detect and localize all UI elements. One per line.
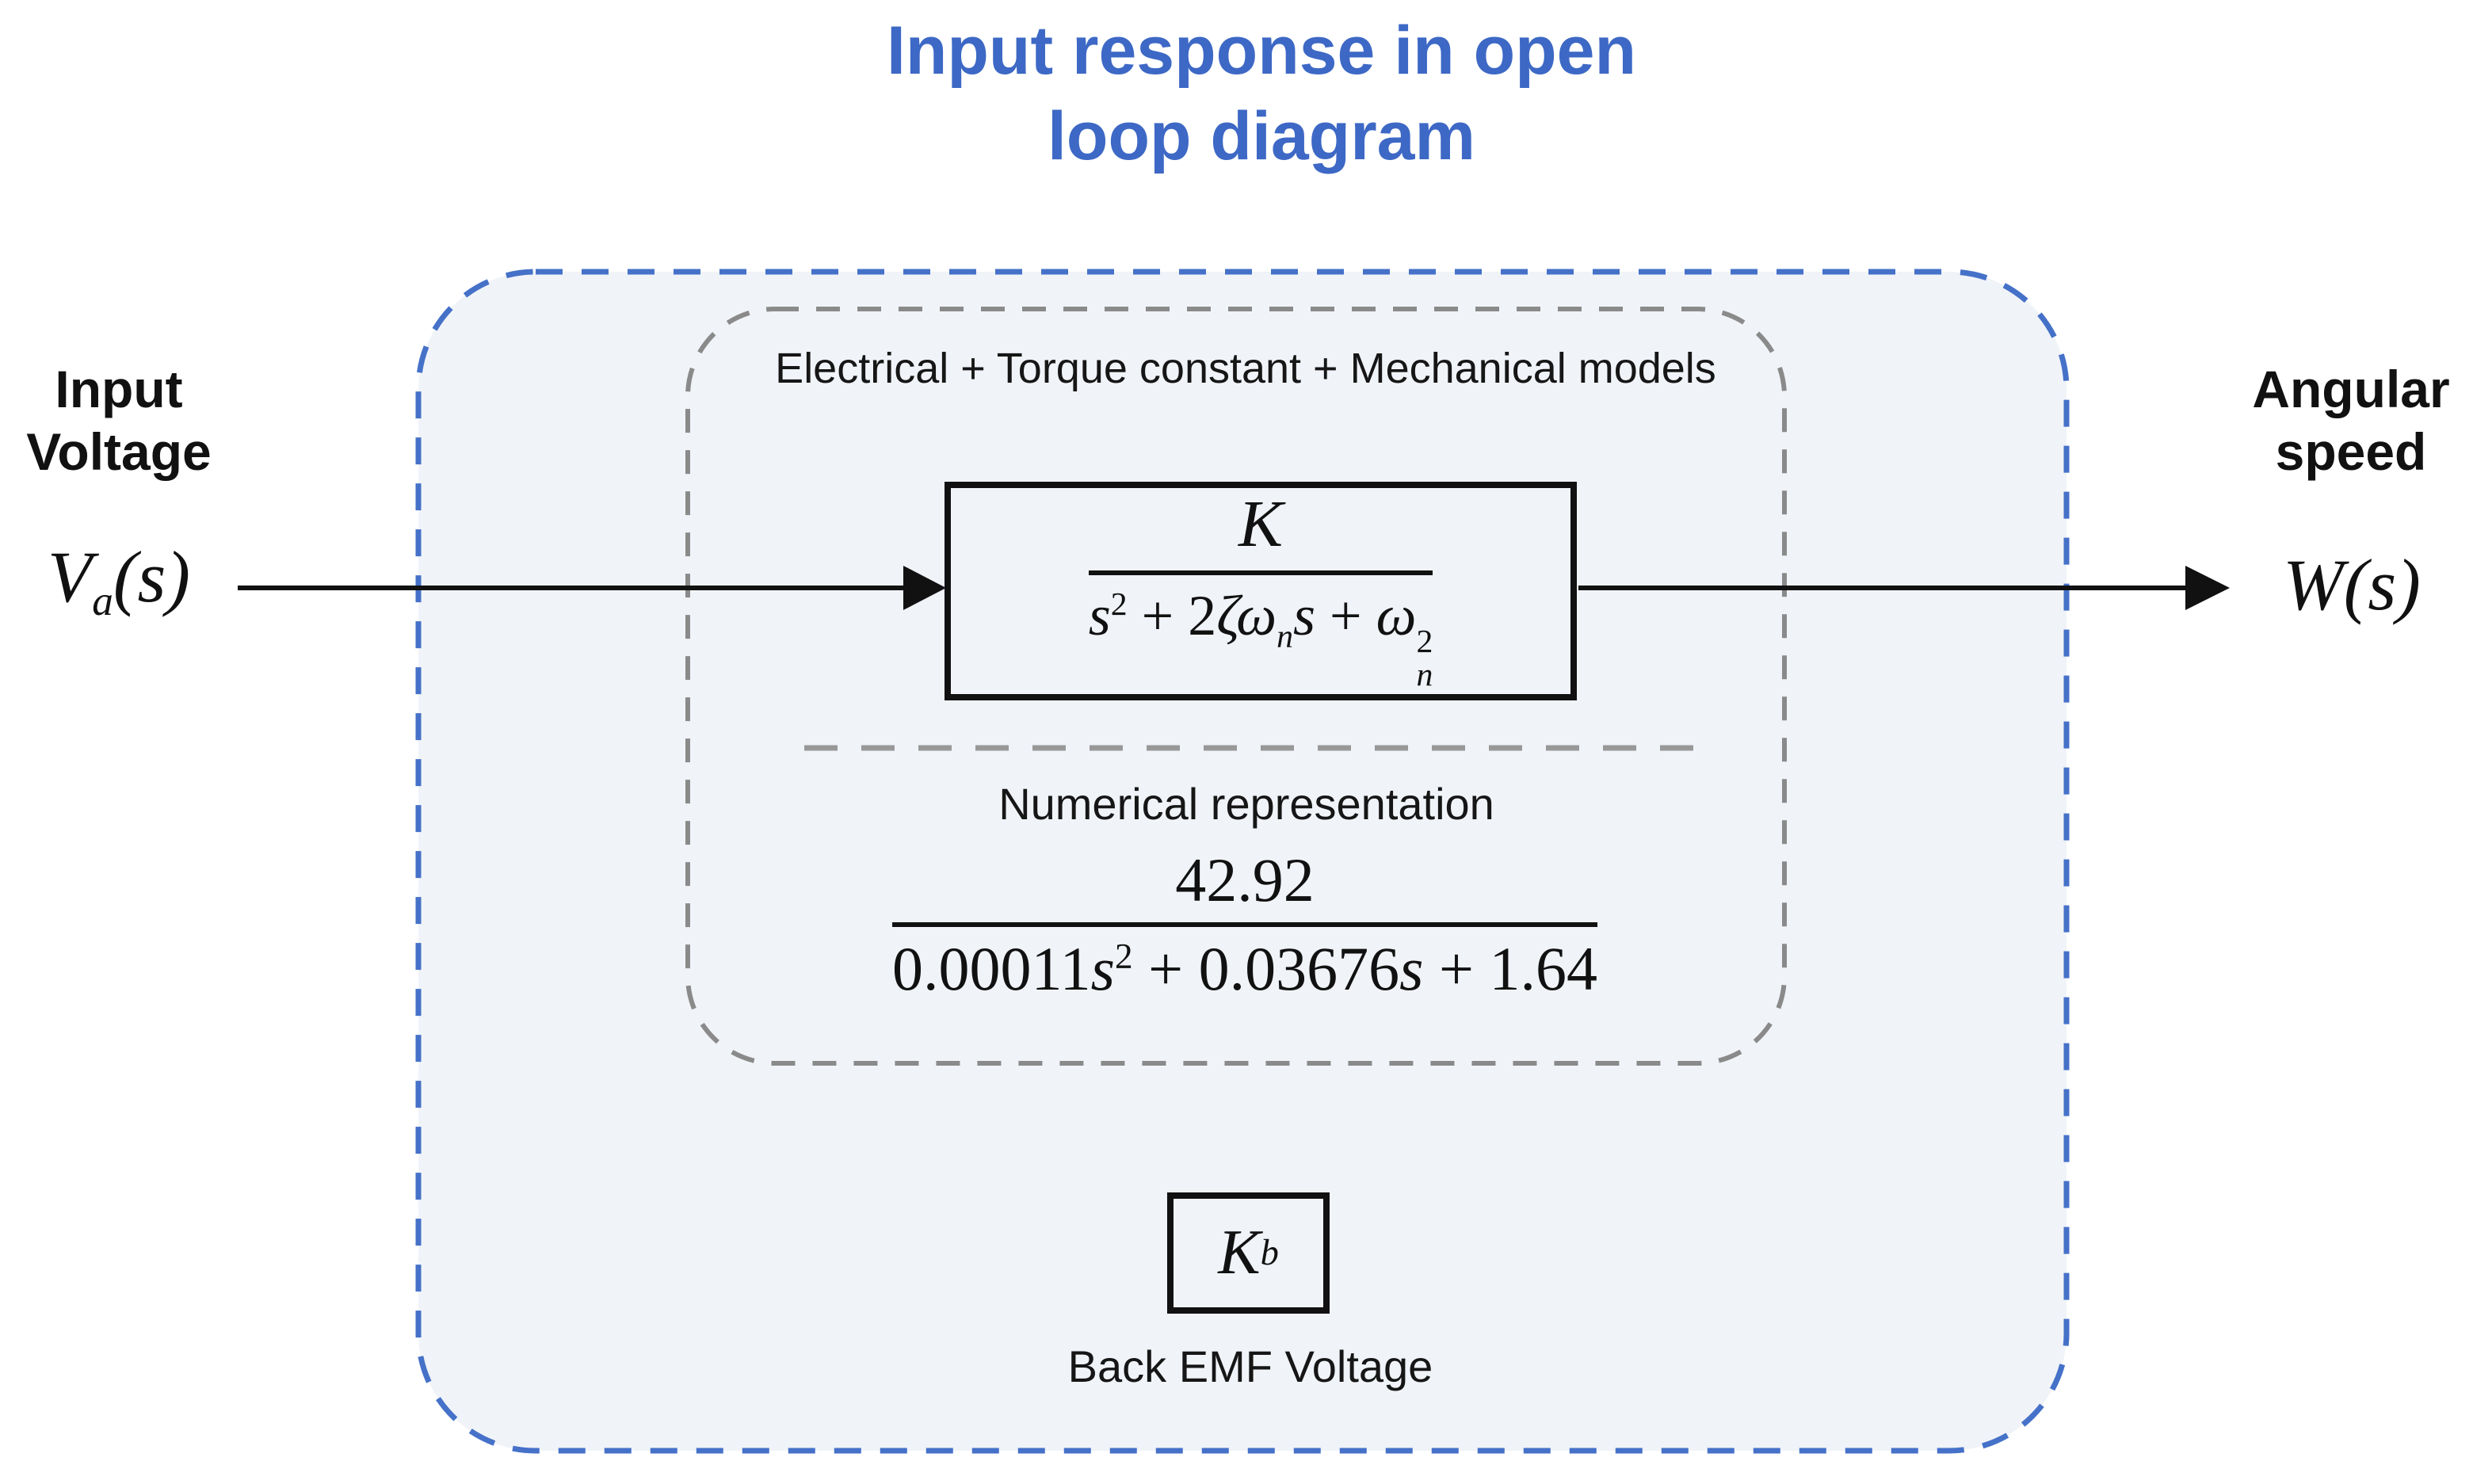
input-signal-va: Va(s) <box>48 536 190 625</box>
tf-den-plus: + <box>1315 584 1376 648</box>
num-den-coeff1: 0.00011 <box>892 933 1091 1003</box>
input-signal-base: V <box>48 536 93 617</box>
output-arrow <box>1578 566 2230 610</box>
numerical-numerator: 42.92 <box>1175 845 1315 914</box>
output-signal-args: (s) <box>2343 544 2421 625</box>
tf-den-s-exponent: 2 <box>1110 586 1128 624</box>
diagram-title: Input response in open loop diagram <box>887 8 1636 180</box>
numerical-representation-label: Numerical representation <box>998 779 1494 829</box>
num-den-coeff2: + 0.03676 <box>1132 933 1400 1003</box>
tf-den-zeta: ζ <box>1216 584 1237 648</box>
numerical-fraction: 42.92 0.00011s2 + 0.03676s + 1.64 <box>892 846 1597 1004</box>
output-signal-base: W <box>2283 544 2344 625</box>
models-boundary-label: Electrical + Torque constant + Mechanica… <box>775 345 1716 392</box>
num-den-s: s <box>1090 933 1115 1003</box>
tf-fraction-bar <box>1088 570 1433 576</box>
input-arrowhead-icon <box>903 566 946 610</box>
back-emf-gain-subscript: b <box>1260 1233 1279 1273</box>
tf-den-s2: s <box>1292 584 1315 648</box>
output-signal-w: W(s) <box>2283 544 2421 625</box>
input-voltage-label: Input Voltage <box>26 360 212 482</box>
diagram-title-line2: loop diagram <box>1048 98 1475 175</box>
models-boundary <box>685 307 1787 1066</box>
input-signal-subscript: a <box>92 577 113 625</box>
tf-den-omega: ω <box>1236 584 1277 648</box>
num-den-s2: s <box>1399 933 1424 1003</box>
tf-den-plus-2: + 2 <box>1127 584 1217 648</box>
back-emf-voltage-label: Back EMF Voltage <box>1067 1341 1433 1391</box>
tf-den-omega2-exponent: 2 <box>1416 624 1433 661</box>
tf-numerator: K <box>1238 487 1284 562</box>
output-arrowhead-icon <box>2185 566 2230 610</box>
tf-den-omega-subscript: n <box>1277 618 1293 655</box>
tf-den-s: s <box>1088 584 1111 648</box>
input-signal-args: (s) <box>113 536 190 617</box>
tf-den-omega2: ω <box>1376 584 1417 648</box>
num-den-coeff3: + 1.64 <box>1423 933 1597 1003</box>
open-loop-boundary <box>415 269 2070 1454</box>
num-den-s-exponent: 2 <box>1114 936 1133 976</box>
angular-speed-label: Angular speed <box>2252 360 2450 482</box>
numerical-denominator: 0.00011s2 + 0.03676s + 1.64 <box>892 933 1597 1005</box>
diagram-title-line1: Input response in open <box>886 13 1637 89</box>
back-emf-gain-base: K <box>1218 1218 1261 1288</box>
input-arrow <box>238 566 946 610</box>
tf-den-omega2-subscript: n <box>1416 656 1433 693</box>
numerical-fraction-bar <box>892 921 1597 927</box>
